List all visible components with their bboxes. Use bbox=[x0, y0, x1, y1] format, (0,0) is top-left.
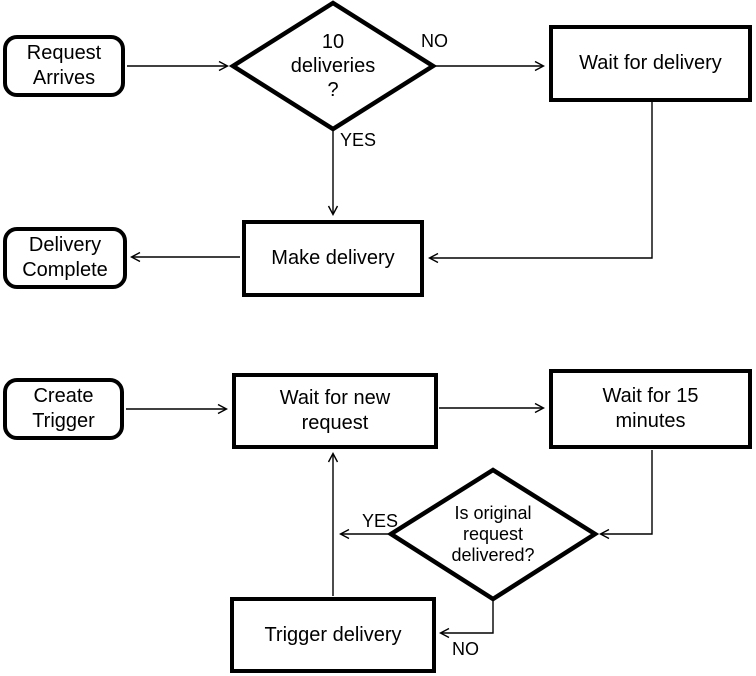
node-label-line: Trigger delivery bbox=[264, 623, 402, 646]
terminator-request-arrives: Request Arrives bbox=[3, 35, 125, 97]
edge-wait15-to-decision2 bbox=[599, 450, 653, 540]
node-label-line: request bbox=[301, 412, 369, 434]
node-label-line: Arrives bbox=[32, 67, 96, 89]
edge-label-no-top: NO bbox=[421, 31, 448, 51]
edge-decision2-no-to-trigger bbox=[439, 601, 494, 639]
process-make-delivery: Make delivery bbox=[242, 220, 424, 297]
decision-10-deliveries-shape bbox=[228, 0, 438, 132]
decision-original-delivered-shape bbox=[386, 467, 600, 602]
process-wait-for-delivery: Wait for delivery bbox=[549, 25, 752, 102]
process-trigger-delivery: Trigger delivery bbox=[230, 597, 436, 673]
node-label-line: Request bbox=[26, 42, 102, 64]
edge-wait-to-make bbox=[428, 102, 653, 264]
process-wait-for-new-request: Wait for new request bbox=[232, 373, 438, 449]
node-label-line: Make delivery bbox=[271, 247, 395, 269]
node-label-line: Trigger bbox=[32, 410, 95, 432]
node-label-line: Wait for delivery bbox=[579, 52, 722, 74]
node-label-line: Delivery bbox=[28, 234, 102, 256]
edge-label-no-bottom: NO bbox=[452, 639, 479, 659]
terminator-create-trigger: Create Trigger bbox=[3, 378, 124, 440]
node-label-line: Wait for new bbox=[279, 387, 391, 409]
edge-label-yes-top: YES bbox=[340, 130, 377, 150]
node-label-line: Complete bbox=[22, 259, 108, 281]
terminator-delivery-complete: Delivery Complete bbox=[3, 227, 127, 289]
node-label-line: Create bbox=[33, 385, 94, 407]
node-label-line: minutes bbox=[615, 410, 686, 432]
node-label-line: Wait for 15 bbox=[602, 385, 699, 407]
edge-label-yes-bottom: YES bbox=[362, 511, 399, 531]
process-wait-for-15-minutes: Wait for 15 minutes bbox=[549, 369, 752, 449]
